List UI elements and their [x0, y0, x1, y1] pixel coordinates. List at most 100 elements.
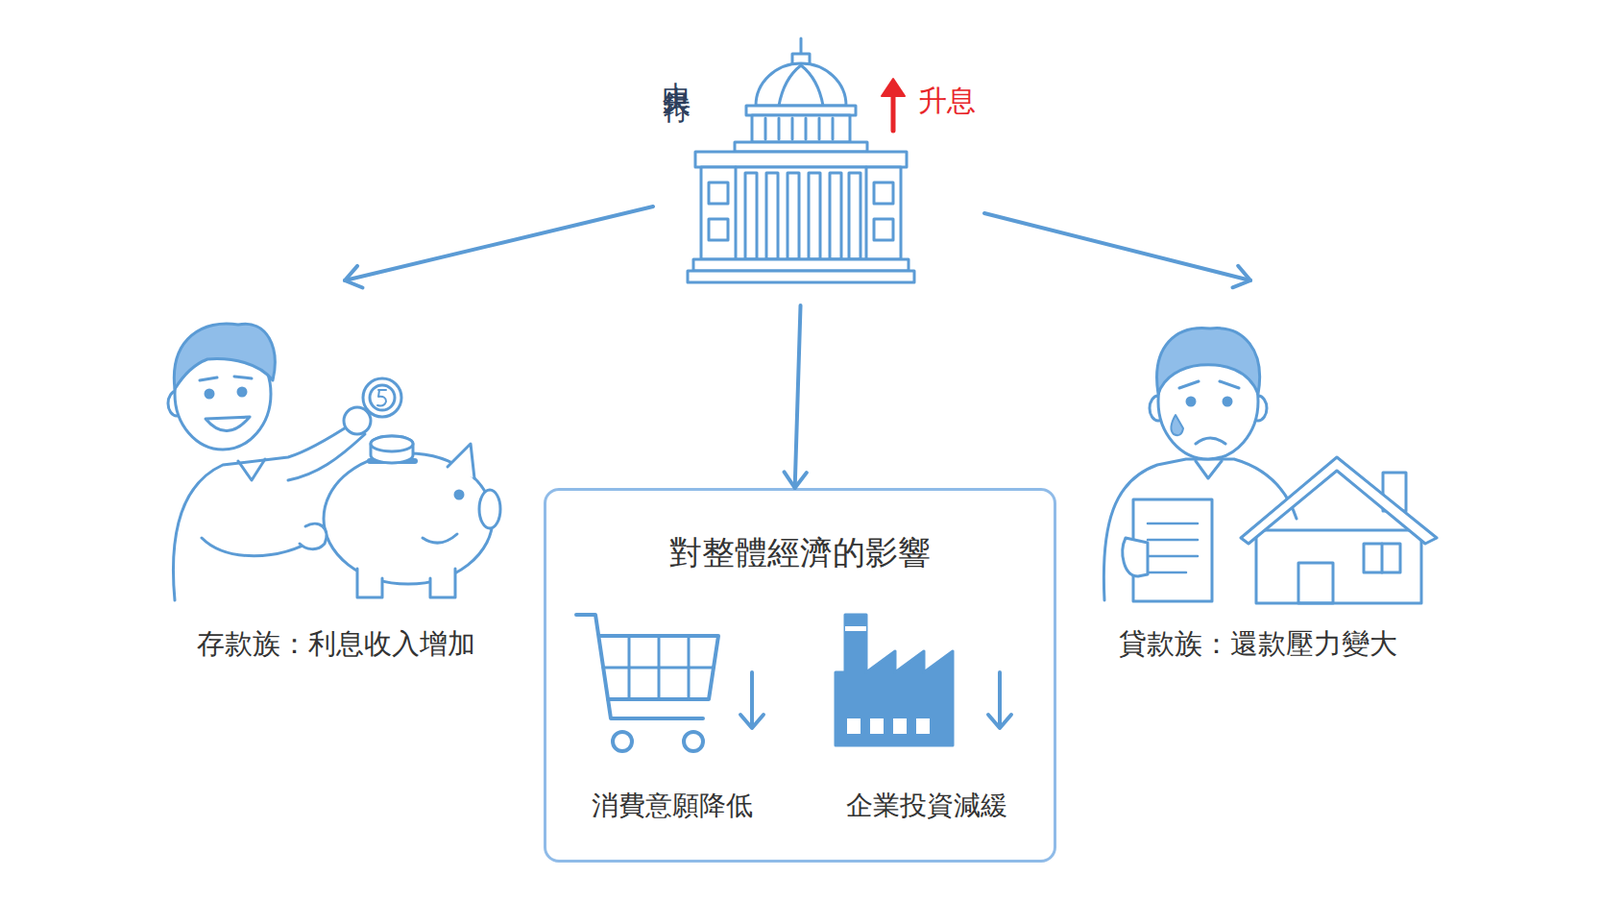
- saver-hand: [299, 523, 327, 549]
- dome-ribs: [778, 65, 824, 106]
- chimney-stripe: [845, 626, 867, 631]
- factory-icon: [835, 614, 1012, 746]
- factory-window: [870, 718, 884, 734]
- saver-head: [174, 338, 271, 450]
- borrower-ear: [1149, 395, 1167, 421]
- document-lines: [1147, 523, 1198, 573]
- item-label: 消費意願降低: [566, 789, 778, 823]
- bank-column: [808, 172, 821, 260]
- piggy-eye: [455, 490, 463, 499]
- borrower-eye: [1187, 397, 1195, 406]
- bank-body: [701, 167, 901, 260]
- piggy-snout: [479, 489, 501, 529]
- saver-smile: [205, 416, 250, 432]
- wing-dividers: [735, 167, 867, 260]
- piggy-smile: [422, 533, 458, 543]
- borrower-brows: [1179, 381, 1239, 388]
- bank-dome: [755, 63, 847, 106]
- saver-lower-arm: [201, 537, 317, 557]
- piggy-leg: [430, 568, 456, 598]
- tear-drop: [1170, 414, 1184, 436]
- saver-arm: [288, 434, 365, 481]
- bank-column: [766, 172, 778, 260]
- borrower-eye: [1223, 397, 1232, 406]
- drum-columns: [765, 118, 833, 140]
- bank-window: [873, 182, 894, 204]
- item-label: 企業投資減緩: [825, 789, 1028, 823]
- bank-window: [708, 218, 728, 241]
- cart-basket: [599, 635, 719, 700]
- bank-lantern: [792, 53, 810, 66]
- bank-step: [687, 270, 915, 283]
- arrow-head: [1232, 266, 1251, 289]
- factory-shape: [835, 614, 953, 746]
- coin-top: [370, 436, 413, 452]
- coin-rim: [369, 385, 395, 411]
- saver-eye: [238, 387, 246, 396]
- bank-step: [693, 259, 909, 271]
- connector-arrow: [344, 206, 654, 288]
- bank-window: [873, 218, 894, 241]
- house-body: [1256, 530, 1422, 604]
- down-arrow: [740, 672, 764, 728]
- connector-arrow: [784, 305, 807, 488]
- investment-item: 企業投資減緩: [825, 605, 1028, 831]
- saver-eye: [205, 389, 214, 398]
- piggy-leg: [357, 568, 383, 598]
- box-heading: 對整體經濟的影響: [546, 531, 1054, 574]
- saver-brows: [199, 376, 252, 381]
- bank-column: [848, 172, 861, 260]
- central-bank-node: 中央銀行升息: [653, 40, 985, 306]
- arrow-head: [784, 471, 807, 488]
- arrow-head: [344, 266, 364, 289]
- borrower-frown: [1195, 437, 1226, 444]
- up-arrow-shaft: [891, 92, 897, 131]
- bank-label: 中央銀行: [657, 59, 697, 79]
- factory-window: [847, 718, 861, 734]
- connector-line: [344, 206, 654, 281]
- piggy-slot: [369, 458, 415, 464]
- cart-grid: [603, 635, 714, 700]
- cart-icon: [576, 614, 764, 752]
- borrower-collar: [1195, 460, 1222, 479]
- rate-up-arrow: [881, 78, 905, 131]
- bank-spire: [800, 38, 803, 54]
- factory-window: [916, 718, 930, 734]
- saver-caption: 存款族：利息收入增加: [163, 625, 510, 662]
- saver-illustration: [168, 323, 501, 601]
- bank-attic: [734, 142, 868, 152]
- connector-line: [984, 213, 1251, 281]
- piggy-body: [323, 453, 493, 584]
- bank-column: [745, 172, 757, 260]
- dome-base: [746, 105, 856, 116]
- borrower-head: [1158, 343, 1259, 460]
- borrower-ear: [1249, 395, 1267, 421]
- impact-box: 對整體經濟的影響消費意願降低 企業投資減緩: [543, 487, 1057, 863]
- bank-column: [829, 172, 842, 260]
- saver-collar: [238, 459, 266, 481]
- rate-hike-label: 升息: [918, 82, 980, 120]
- cart-wheel: [612, 731, 632, 752]
- factory-window: [893, 718, 907, 734]
- borrower-hair: [1157, 328, 1261, 394]
- bank-cornice: [695, 151, 907, 168]
- house-window: [1363, 543, 1401, 573]
- coin-mark: [377, 389, 387, 407]
- borrower-illustration: [1103, 328, 1437, 604]
- down-arrow: [988, 672, 1012, 728]
- coin: [363, 378, 402, 417]
- borrower-hand: [1122, 537, 1148, 577]
- bank-window: [708, 182, 728, 204]
- connector-arrow: [984, 213, 1251, 288]
- borrower-node: 貸款族：還款壓力變大: [1085, 280, 1431, 663]
- bank-building: [687, 38, 915, 283]
- cart-frame: [576, 614, 704, 719]
- document: [1133, 499, 1213, 602]
- borrower-caption: 貸款族：還款壓力變大: [1085, 625, 1431, 662]
- saver-raised-hand: [343, 407, 371, 435]
- saver-torso: [172, 422, 354, 601]
- bank-drum: [751, 115, 850, 143]
- coin-stack: [370, 436, 413, 463]
- house-door: [1298, 562, 1334, 604]
